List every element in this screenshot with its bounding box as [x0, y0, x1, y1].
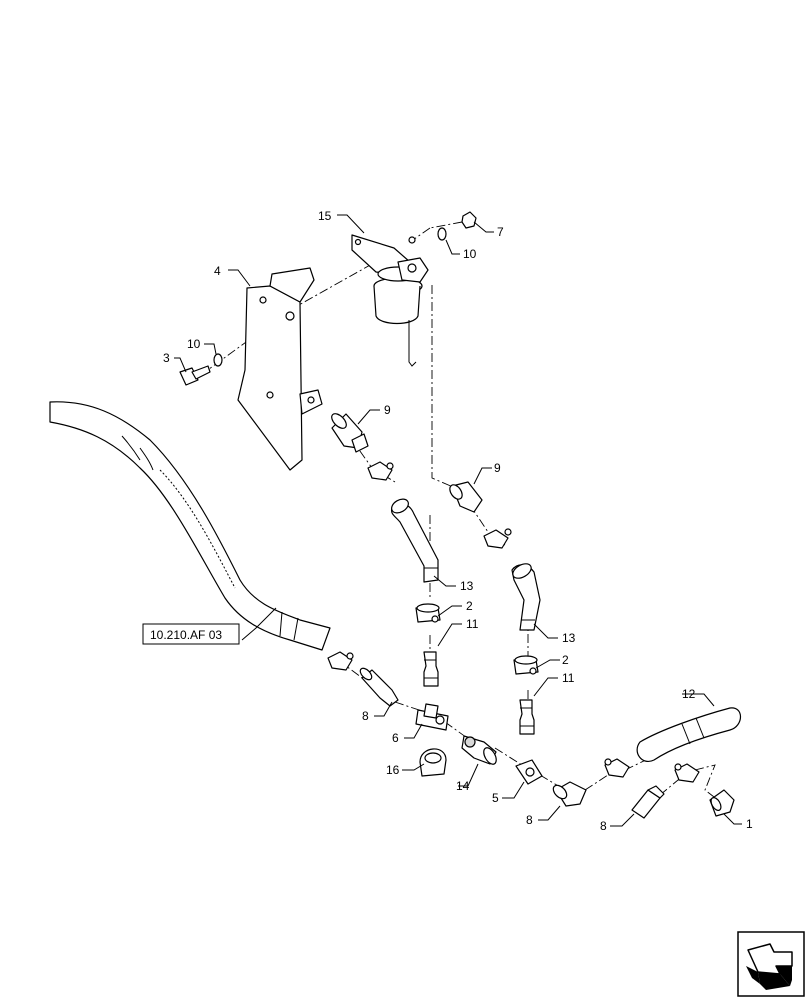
fuel-filter — [351, 234, 429, 367]
callout-11-right: 11 — [562, 671, 575, 685]
mounting-bracket — [237, 267, 323, 471]
hose-12 — [636, 707, 742, 762]
clamp-e — [674, 763, 700, 783]
clamp-a — [367, 461, 394, 481]
callout-9-left: 9 — [384, 403, 391, 417]
elbow-9-left — [331, 413, 369, 453]
tee-5 — [515, 759, 543, 785]
adapter-1 — [709, 789, 735, 817]
clamp-16 — [419, 748, 447, 777]
callout-15: 15 — [318, 209, 332, 223]
callout-8-right: 8 — [600, 819, 607, 833]
callout-8-left: 8 — [362, 709, 369, 723]
clamp-b — [483, 528, 512, 549]
clamp-d — [604, 758, 630, 778]
callout-11-left: 11 — [466, 617, 479, 631]
nut-7 — [461, 211, 477, 229]
hose-13-right — [511, 563, 541, 631]
reference-label-text[interactable]: 10.210.AF 03 — [150, 628, 222, 642]
leader-lines — [174, 214, 742, 827]
callout-10-lower: 10 — [187, 337, 201, 351]
callout-3: 3 — [163, 351, 170, 365]
fitting-11-left — [423, 651, 439, 687]
clamp-c — [327, 651, 354, 671]
fitting-8-left — [359, 667, 399, 707]
callouts: 15 7 10 4 10 3 9 9 13 2 11 13 2 11 12 8 … — [163, 209, 753, 833]
callout-12: 12 — [682, 687, 696, 701]
callout-13-left: 13 — [460, 579, 474, 593]
washer-10-lower — [213, 353, 223, 367]
callout-4: 4 — [214, 264, 221, 278]
fitting-11-right — [519, 699, 535, 735]
reference-label[interactable]: 10.210.AF 03 — [142, 623, 240, 645]
callout-8-mid: 8 — [526, 813, 533, 827]
bolt-3 — [179, 365, 211, 386]
connector-14 — [461, 735, 497, 765]
callout-5: 5 — [492, 791, 499, 805]
callout-13-right: 13 — [562, 631, 576, 645]
hose-13-left — [390, 498, 439, 583]
main-hose — [49, 401, 331, 651]
clamp-2-left — [415, 603, 441, 623]
callout-9-right: 9 — [494, 461, 501, 475]
next-page-arrow-icon[interactable] — [737, 931, 805, 997]
callout-14: 14 — [456, 779, 470, 793]
washer-10-upper — [437, 227, 447, 241]
fitting-8-right — [631, 785, 665, 819]
callout-16: 16 — [386, 763, 400, 777]
callout-6: 6 — [392, 731, 399, 745]
fitting-8-mid — [552, 781, 587, 807]
tee-6 — [415, 703, 449, 731]
callout-7: 7 — [497, 225, 504, 239]
callout-2-left: 2 — [466, 599, 473, 613]
callout-1: 1 — [746, 817, 753, 831]
elbow-9-right — [449, 481, 483, 513]
clamp-2-right — [513, 655, 539, 675]
callout-2-right: 2 — [562, 653, 569, 667]
callout-10-upper: 10 — [463, 247, 477, 261]
